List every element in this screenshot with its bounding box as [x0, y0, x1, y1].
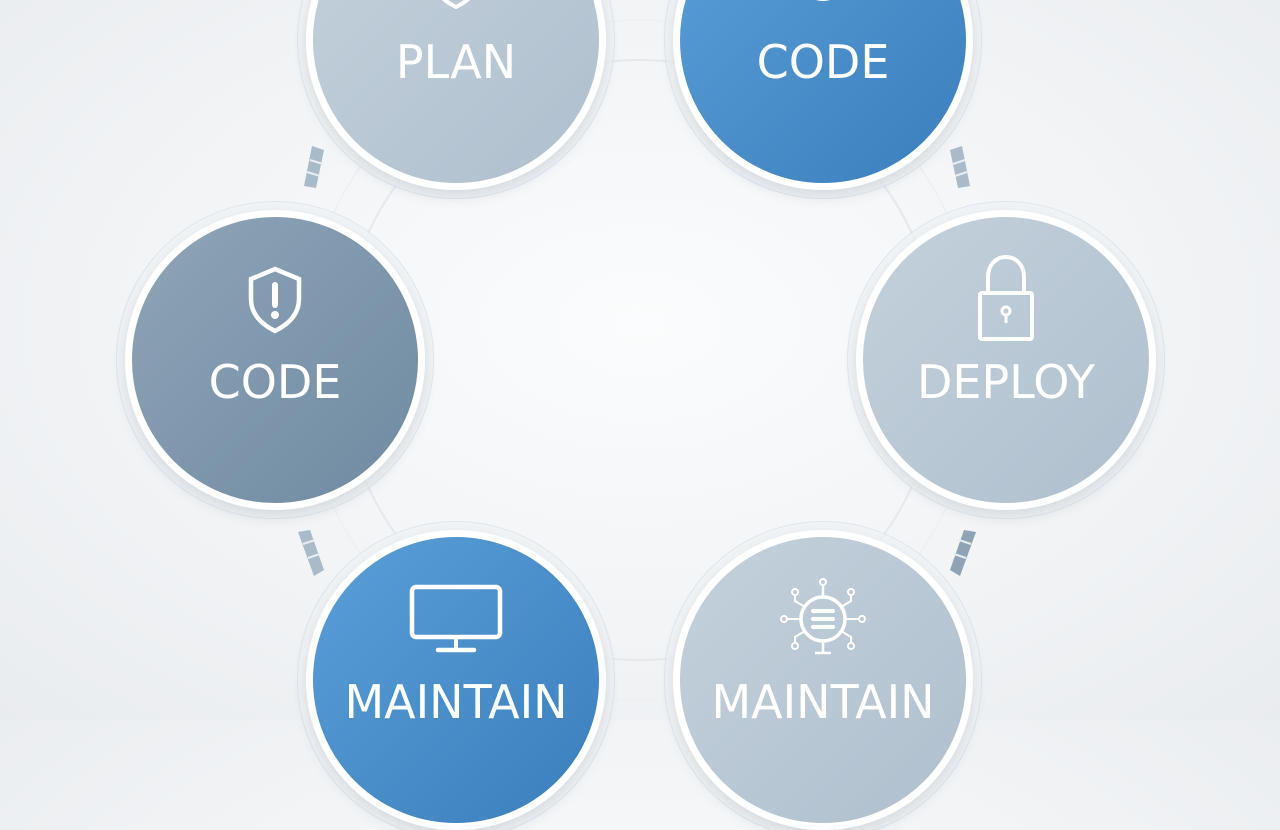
connector-code-maintain [298, 530, 324, 576]
stage-label: CODE [756, 35, 890, 89]
lightbulb-icon [793, 0, 853, 25]
stage-code: CODE [125, 210, 425, 510]
monitor-icon [408, 573, 504, 665]
stage-maintain: MAINTAIN [306, 530, 606, 830]
stage-label: DEPLOY [916, 355, 1095, 409]
stage-deploy: DEPLOY [856, 210, 1156, 510]
connector-deploy-maintain [950, 530, 976, 576]
stage-code: CODE [673, 0, 973, 190]
shield-alert-icon [245, 253, 305, 345]
connector-code-deploy [950, 146, 970, 188]
padlock-icon [974, 253, 1038, 345]
stage-label: PLAN [395, 35, 517, 89]
stage-label: CODE [208, 355, 342, 409]
stage-plan: PLAN [306, 0, 606, 190]
lifecycle-diagram: PLAN CODE CODE [125, 0, 1156, 830]
stage-label: MAINTAIN [344, 675, 568, 729]
shield-icon [426, 0, 486, 25]
stage-maintain: MAINTAIN [673, 530, 973, 830]
stage-label: MAINTAIN [711, 675, 935, 729]
connector-plan-code [304, 146, 324, 188]
bug-icon [775, 573, 871, 665]
